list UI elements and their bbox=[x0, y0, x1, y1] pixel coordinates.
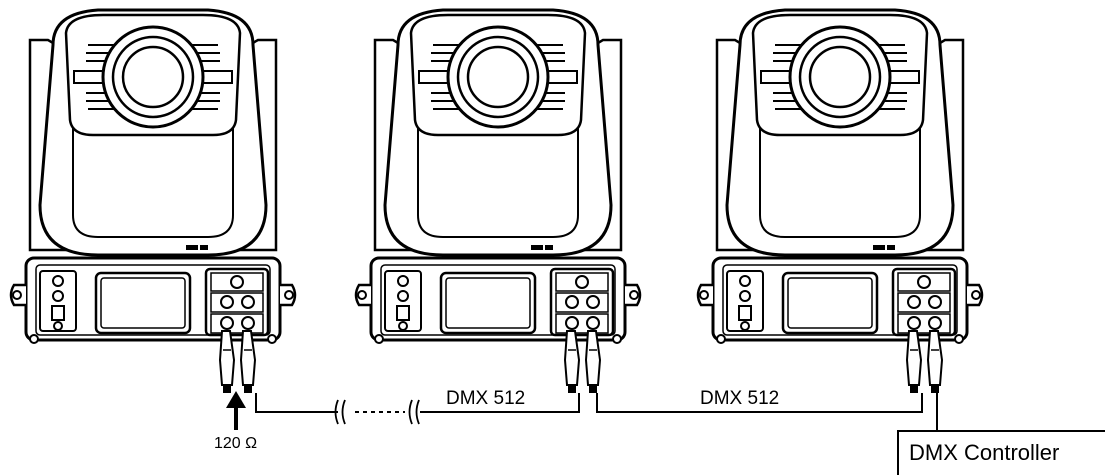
dmx-cable-2 bbox=[596, 393, 923, 413]
dmx-cable-label-2: DMX 512 bbox=[700, 388, 780, 409]
dmx-cable-1 bbox=[255, 393, 580, 413]
terminator-label: 120 Ω bbox=[214, 435, 258, 452]
dmx-controller: DMX Controller bbox=[897, 430, 1105, 475]
moving-head-fixture-3 bbox=[696, 8, 984, 395]
dmx-controller-label: DMX Controller bbox=[909, 440, 1060, 465]
moving-head-fixture-2 bbox=[354, 8, 642, 395]
terminator-arrow bbox=[226, 391, 246, 430]
cable-break-marks bbox=[334, 399, 420, 425]
dmx-cable-label-1: DMX 512 bbox=[446, 388, 526, 409]
moving-head-fixture-1 bbox=[9, 8, 297, 395]
